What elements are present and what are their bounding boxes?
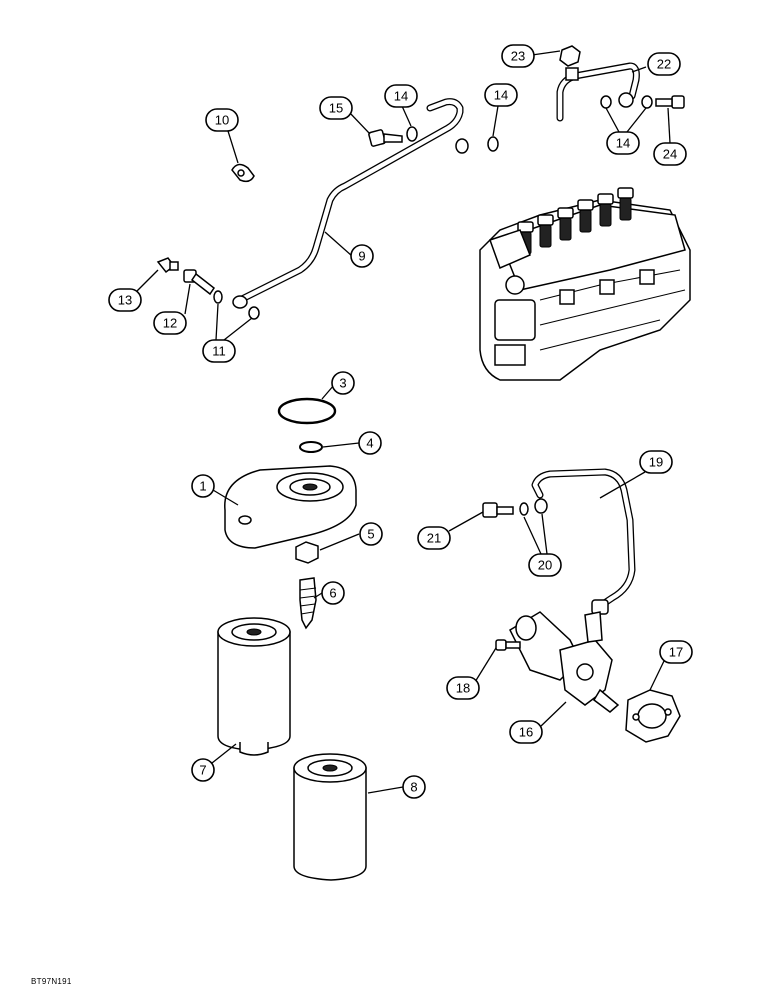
callout-14-left: 14 bbox=[384, 84, 418, 108]
callout-14-left-label: 14 bbox=[394, 89, 408, 104]
callout-9: 9 bbox=[350, 244, 374, 268]
washer-14-center bbox=[487, 136, 499, 152]
callout-24: 24 bbox=[653, 142, 687, 166]
callout-14-right-label: 14 bbox=[616, 136, 630, 151]
gasket-17 bbox=[625, 689, 681, 743]
nut-5 bbox=[295, 541, 319, 564]
callout-3-label: 3 bbox=[339, 376, 346, 391]
callout-7-label: 7 bbox=[199, 763, 206, 778]
callout-20-label: 20 bbox=[538, 558, 552, 573]
callout-6: 6 bbox=[321, 581, 345, 605]
fuel-injection-pump bbox=[479, 187, 691, 381]
callout-23-label: 23 bbox=[511, 49, 525, 64]
callout-15-label: 15 bbox=[329, 101, 343, 116]
transfer-pump-16 bbox=[509, 611, 620, 713]
filter-head-1 bbox=[224, 465, 357, 549]
callout-14-center-label: 14 bbox=[494, 88, 508, 103]
callout-5: 5 bbox=[359, 522, 383, 546]
bolt-21 bbox=[482, 502, 514, 518]
callout-11: 11 bbox=[202, 339, 236, 363]
callout-18-label: 18 bbox=[456, 681, 470, 696]
nut-23 bbox=[559, 45, 581, 81]
fitting-6 bbox=[299, 577, 317, 630]
callout-12-label: 12 bbox=[163, 316, 177, 331]
callout-6-label: 6 bbox=[329, 586, 336, 601]
callout-17: 17 bbox=[659, 640, 693, 664]
washer-14-upper-a bbox=[600, 95, 612, 109]
callout-23: 23 bbox=[501, 44, 535, 68]
bolt-18 bbox=[495, 639, 521, 651]
callout-24-label: 24 bbox=[663, 147, 677, 162]
callout-1-label: 1 bbox=[199, 479, 206, 494]
callout-22-label: 22 bbox=[657, 57, 671, 72]
callout-8-label: 8 bbox=[410, 780, 417, 795]
callout-22: 22 bbox=[647, 52, 681, 76]
callout-14-center: 14 bbox=[484, 83, 518, 107]
callout-19-label: 19 bbox=[649, 455, 663, 470]
banjo-bolt-15 bbox=[368, 129, 403, 147]
callout-13-label: 13 bbox=[118, 293, 132, 308]
callout-16: 16 bbox=[509, 720, 543, 744]
callout-20: 20 bbox=[528, 553, 562, 577]
washer-11-lower bbox=[248, 306, 260, 320]
callout-1: 1 bbox=[191, 474, 215, 498]
bolt-24 bbox=[655, 95, 685, 109]
fuel-line-9 bbox=[232, 98, 469, 309]
callout-14-right: 14 bbox=[606, 131, 640, 155]
o-ring-3 bbox=[277, 397, 337, 425]
callout-7: 7 bbox=[191, 758, 215, 782]
fuel-line-22 bbox=[556, 62, 640, 122]
callout-12: 12 bbox=[153, 311, 187, 335]
washer-20-a bbox=[519, 502, 529, 516]
fuel-filter-7 bbox=[217, 617, 291, 756]
callout-5-label: 5 bbox=[367, 527, 374, 542]
callout-8: 8 bbox=[402, 775, 426, 799]
callout-10: 10 bbox=[205, 108, 239, 132]
callout-3: 3 bbox=[331, 371, 355, 395]
fuel-filter-8 bbox=[293, 753, 367, 881]
washer-11-upper bbox=[213, 290, 223, 304]
leader-lines bbox=[136, 50, 671, 794]
bolt-12 bbox=[183, 269, 216, 296]
fuel-line-19 bbox=[531, 468, 636, 615]
callout-16-label: 16 bbox=[519, 725, 533, 740]
callout-15: 15 bbox=[319, 96, 353, 120]
figure-id: BT97N191 bbox=[31, 977, 72, 986]
callout-13: 13 bbox=[108, 288, 142, 312]
fitting-13 bbox=[156, 257, 179, 274]
o-ring-4 bbox=[299, 441, 323, 453]
callout-21-label: 21 bbox=[427, 531, 441, 546]
callout-17-label: 17 bbox=[669, 645, 683, 660]
clamp-10 bbox=[231, 163, 255, 183]
washer-14-upper-b bbox=[641, 95, 653, 109]
callout-18: 18 bbox=[446, 676, 480, 700]
washer-20-b bbox=[534, 498, 548, 514]
callout-21: 21 bbox=[417, 526, 451, 550]
callout-4-label: 4 bbox=[366, 436, 373, 451]
callout-11-label: 11 bbox=[212, 344, 226, 359]
washer-14-left bbox=[406, 126, 418, 142]
callout-4: 4 bbox=[358, 431, 382, 455]
callout-9-label: 9 bbox=[358, 249, 365, 264]
callout-19: 19 bbox=[639, 450, 673, 474]
callout-10-label: 10 bbox=[215, 113, 229, 128]
